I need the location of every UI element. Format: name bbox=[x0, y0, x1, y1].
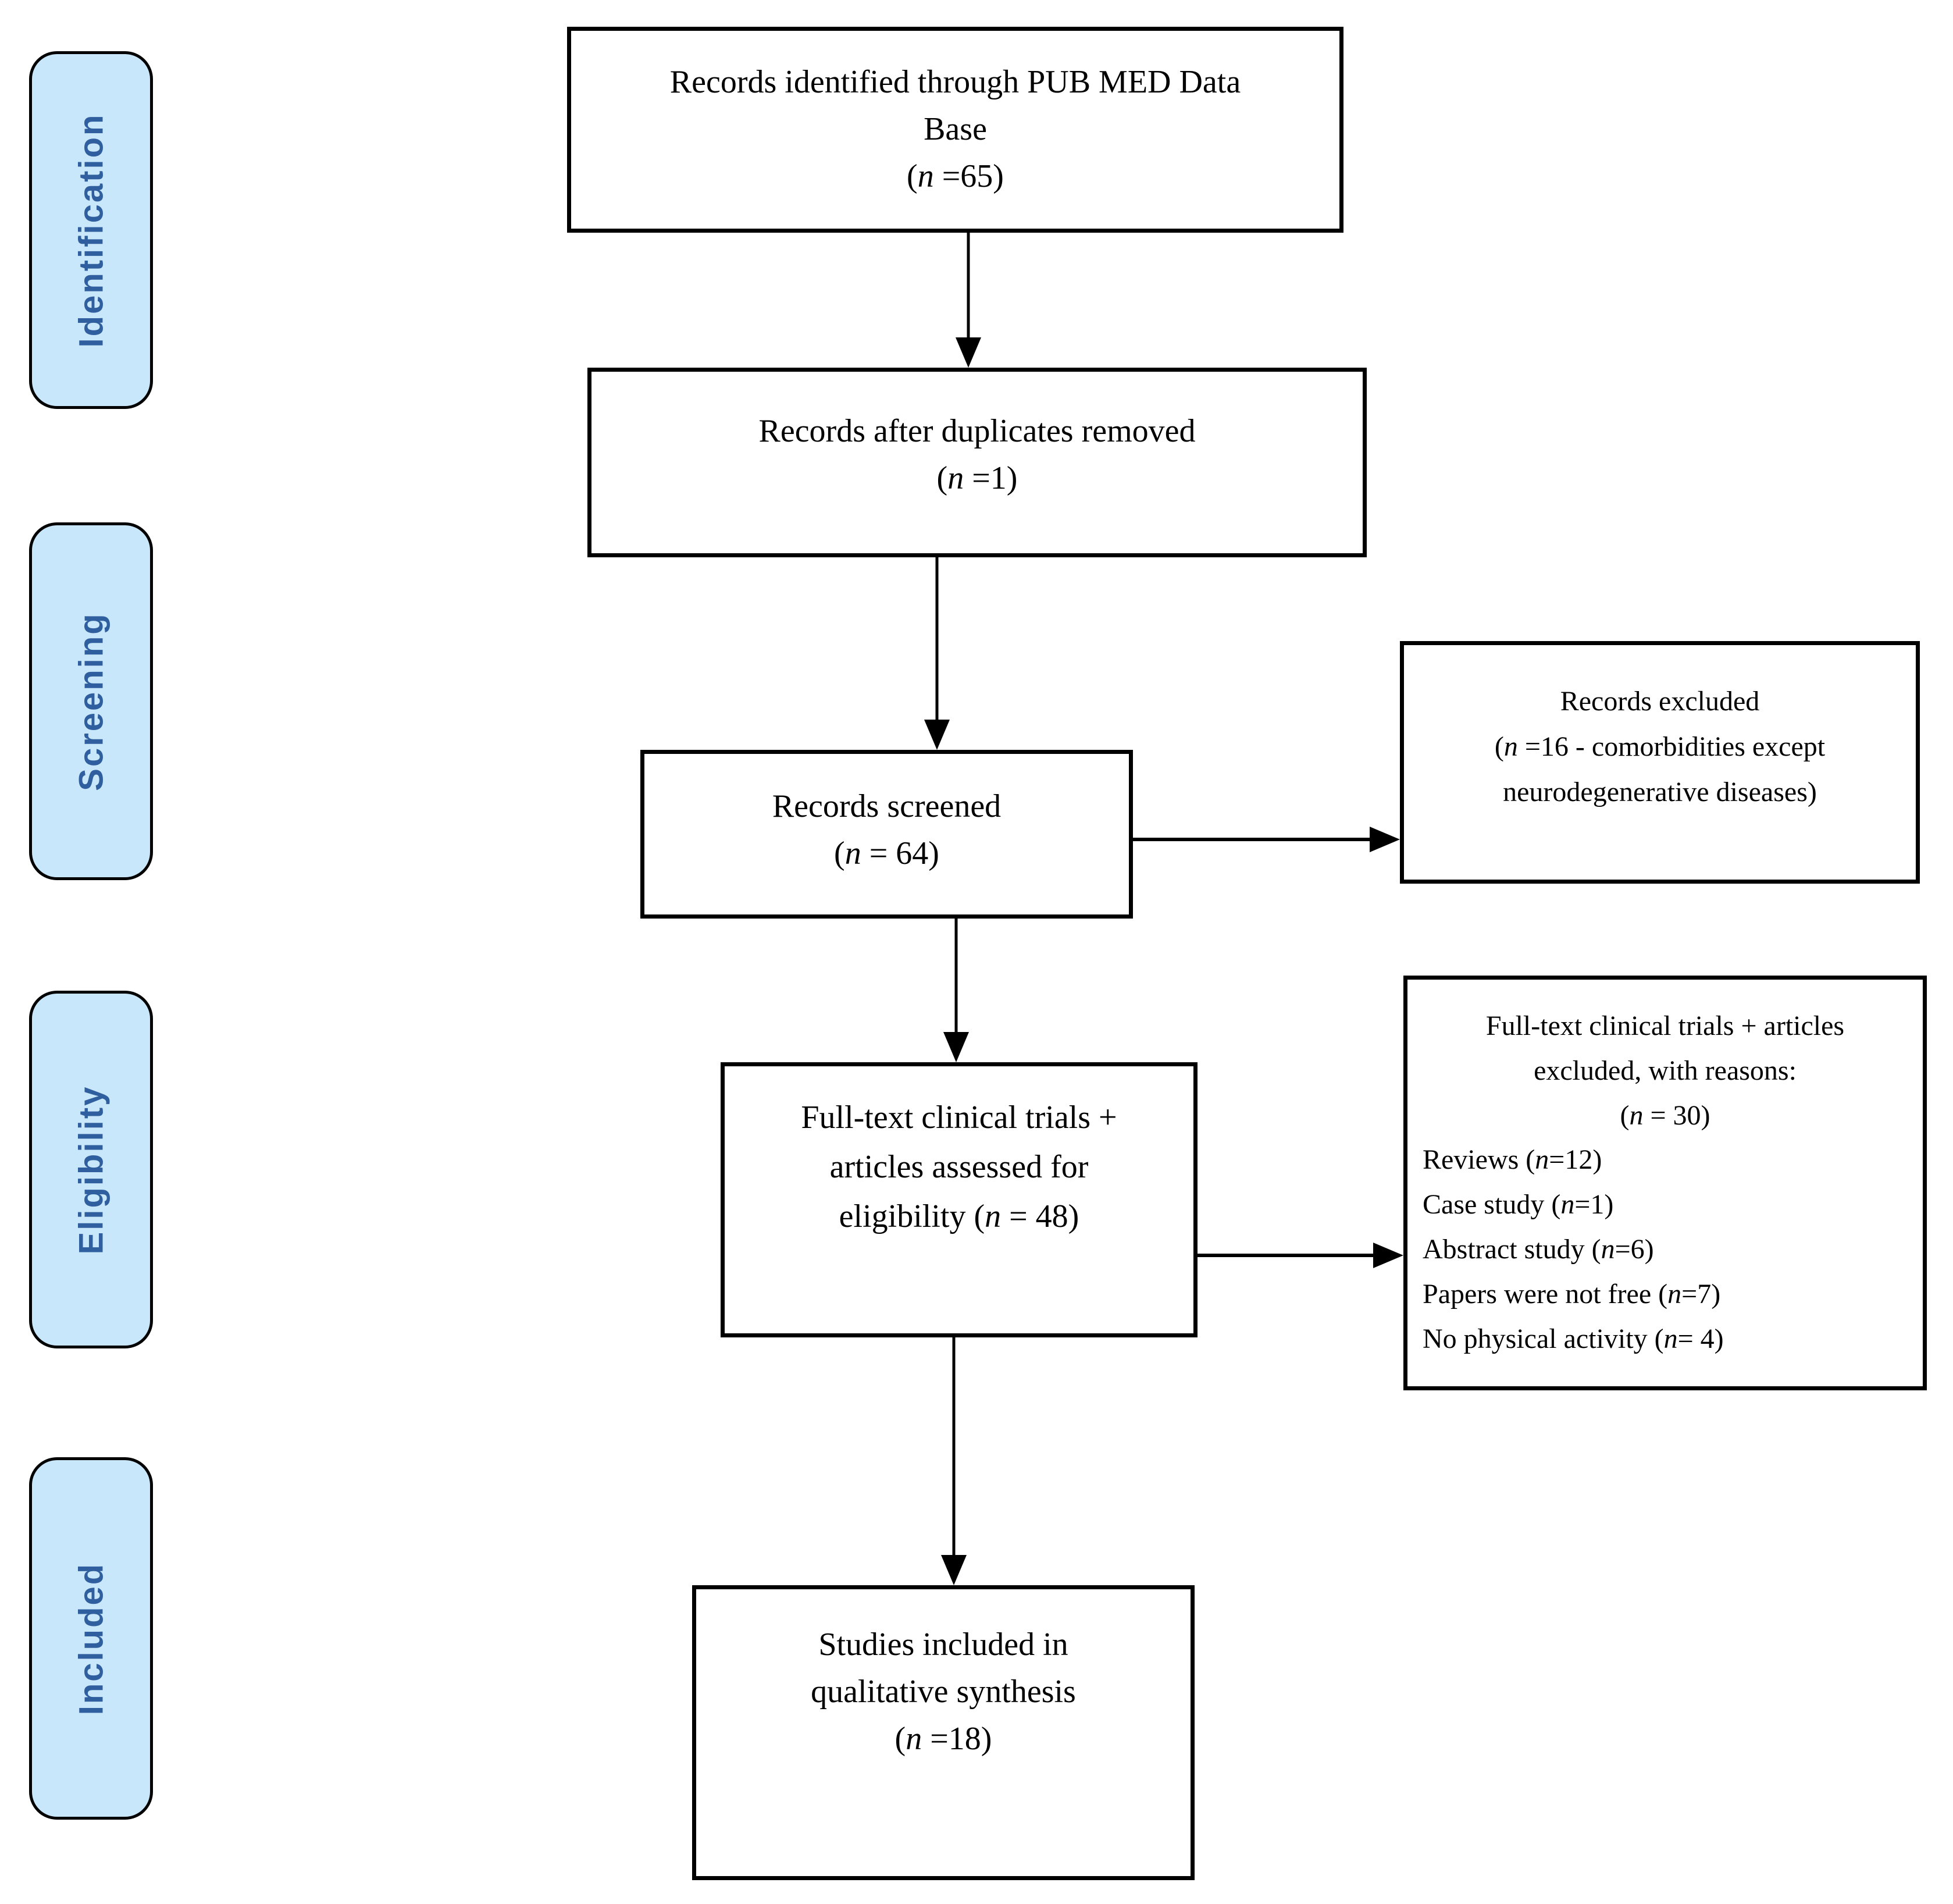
text-line: (n = 64) bbox=[834, 835, 939, 872]
arrow-screened-to-excluded bbox=[1133, 827, 1400, 852]
text-line: qualitative synthesis bbox=[811, 1674, 1076, 1710]
arrow-stem bbox=[1195, 1254, 1374, 1257]
stage-screening-label: Screening bbox=[72, 611, 110, 791]
text-line: Reviews (n=12) bbox=[1423, 1144, 1602, 1176]
stage-identification-label: Identification bbox=[72, 113, 110, 347]
box-studies-included: Studies included in qualitative synthesis… bbox=[692, 1585, 1195, 1880]
text-line: Full-text clinical trials + articles bbox=[1485, 1010, 1845, 1041]
stage-eligibility: Eligibility bbox=[29, 991, 153, 1348]
text-line: Studies included in bbox=[818, 1627, 1068, 1663]
text-line: Case study (n=1) bbox=[1423, 1189, 1614, 1220]
stage-included: Included bbox=[29, 1457, 153, 1820]
stage-eligibility-label: Eligibility bbox=[72, 1085, 110, 1254]
text-line: (n = 30) bbox=[1620, 1099, 1710, 1131]
text-line: Base bbox=[924, 111, 987, 148]
arrow-stem bbox=[935, 557, 939, 721]
text-line: excluded, with reasons: bbox=[1534, 1055, 1797, 1086]
box-fulltext-excluded: Full-text clinical trials + articles excl… bbox=[1403, 976, 1927, 1390]
text-line: neurodegenerative diseases) bbox=[1503, 776, 1817, 807]
arrow-stem bbox=[952, 1337, 956, 1556]
box-records-excluded-text: Records excluded (n =16 - comorbidities e… bbox=[1404, 645, 1916, 814]
box-records-excluded: Records excluded (n =16 - comorbidities e… bbox=[1400, 641, 1920, 884]
box-records-after-duplicates: Records after duplicates removed (n =1) bbox=[587, 368, 1367, 557]
text-line: (n =18) bbox=[894, 1721, 992, 1757]
stage-identification: Identification bbox=[29, 51, 153, 409]
arrow-identified-to-duplicates bbox=[956, 233, 981, 368]
arrow-head-right-icon bbox=[1370, 827, 1400, 852]
arrow-stem bbox=[1133, 838, 1371, 841]
text-line: (n =16 - comorbidities except bbox=[1494, 731, 1826, 762]
arrow-head-down-icon bbox=[924, 720, 950, 750]
box-fulltext-assessed: Full-text clinical trials + articles asse… bbox=[721, 1062, 1198, 1337]
text-line: Full-text clinical trials + bbox=[801, 1099, 1117, 1136]
arrow-assessed-to-excluded bbox=[1195, 1243, 1403, 1268]
text-line: articles assessed for bbox=[829, 1149, 1089, 1186]
box-records-after-duplicates-text: Records after duplicates removed (n =1) bbox=[591, 372, 1363, 502]
box-records-screened-text: Records screened (n = 64) bbox=[644, 754, 1129, 877]
text-line: Papers were not free (n=7) bbox=[1423, 1278, 1721, 1309]
text-line: Records screened bbox=[772, 788, 1002, 824]
text-line: Records after duplicates removed bbox=[758, 413, 1196, 449]
box-fulltext-excluded-heading: Full-text clinical trials + articles excl… bbox=[1407, 980, 1923, 1138]
arrow-head-right-icon bbox=[1373, 1243, 1403, 1268]
text-line: eligibility (n = 48) bbox=[839, 1198, 1079, 1235]
arrow-stem bbox=[954, 919, 958, 1033]
text-line: Records excluded bbox=[1560, 686, 1760, 717]
arrow-duplicates-to-screened bbox=[924, 557, 950, 750]
text-line: No physical activity (n= 4) bbox=[1423, 1323, 1724, 1354]
arrow-head-down-icon bbox=[943, 1032, 969, 1062]
text-line: Abstract study (n=6) bbox=[1423, 1233, 1654, 1265]
box-studies-included-text: Studies included in qualitative synthesis… bbox=[696, 1589, 1191, 1763]
box-fulltext-excluded-reasons: Reviews (n=12) Case study (n=1) Abstract s… bbox=[1407, 1138, 1923, 1361]
arrow-stem bbox=[967, 233, 970, 339]
arrow-screened-to-assessed bbox=[943, 919, 969, 1062]
box-fulltext-assessed-text: Full-text clinical trials + articles asse… bbox=[725, 1066, 1193, 1241]
text-line: (n =65) bbox=[907, 158, 1004, 195]
arrow-assessed-to-included bbox=[941, 1337, 967, 1585]
box-records-screened: Records screened (n = 64) bbox=[640, 750, 1133, 919]
text-line: (n =1) bbox=[936, 460, 1018, 497]
stage-screening: Screening bbox=[29, 522, 153, 880]
arrow-head-down-icon bbox=[941, 1555, 967, 1585]
arrow-head-down-icon bbox=[956, 337, 981, 368]
stage-included-label: Included bbox=[72, 1562, 110, 1715]
text-line: Records identified through PUB MED Data bbox=[669, 64, 1241, 100]
